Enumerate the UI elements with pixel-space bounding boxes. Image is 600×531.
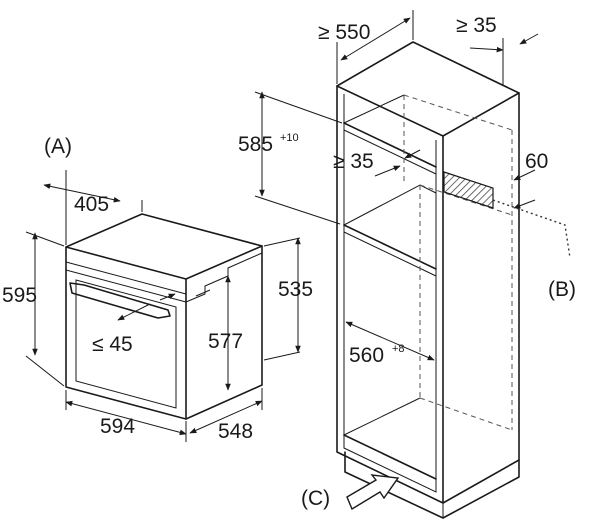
oven-control-strip bbox=[65, 261, 187, 295]
oven-dimensions bbox=[25, 170, 301, 442]
dim-line-handle bbox=[117, 303, 151, 321]
callout-b-leader bbox=[492, 199, 571, 259]
oven-side-ridge bbox=[185, 252, 263, 303]
dim-line-548 bbox=[189, 400, 263, 434]
label-560: 560 bbox=[349, 344, 384, 367]
label-548: 548 bbox=[218, 420, 253, 443]
cabinet-niche-shelf bbox=[343, 224, 437, 270]
airflow-arrow-icon bbox=[346, 474, 400, 511]
vent-slot bbox=[443, 171, 494, 209]
labels: (A) 405 595 ≤ 45 577 535 594 548 585 +10… bbox=[2, 14, 576, 510]
oven-top bbox=[65, 213, 263, 280]
cabinet-top bbox=[336, 41, 520, 137]
dim-line-60 bbox=[513, 169, 536, 181]
label-594: 594 bbox=[100, 415, 135, 438]
label-60: 60 bbox=[525, 150, 548, 173]
dim-line-405 bbox=[43, 183, 121, 203]
dim-line-594 bbox=[65, 400, 187, 436]
oven bbox=[65, 213, 263, 420]
dim-line-35-top bbox=[469, 46, 504, 53]
cabinet bbox=[336, 41, 520, 519]
oven-handle bbox=[69, 282, 171, 319]
callout-c: (C) bbox=[301, 487, 330, 510]
label-535: 535 bbox=[278, 278, 313, 301]
label-585: 585 bbox=[238, 133, 273, 156]
label-550: ≥ 550 bbox=[318, 21, 370, 44]
label-35-rear: ≥ 35 bbox=[333, 150, 374, 173]
label-577: 577 bbox=[208, 330, 243, 353]
callout-b: (B) bbox=[548, 278, 576, 301]
cabinet-bottom bbox=[343, 434, 437, 480]
label-405: 405 bbox=[74, 193, 109, 216]
dim-line-560 bbox=[345, 321, 435, 361]
dim-line-550 bbox=[340, 17, 411, 61]
cabinet-side bbox=[442, 92, 520, 504]
dim-line-35-rear bbox=[374, 165, 401, 177]
callout-a: (A) bbox=[44, 135, 72, 158]
label-585-sup: +10 bbox=[280, 132, 299, 144]
label-handle: ≤ 45 bbox=[92, 333, 133, 356]
label-35-top: ≥ 35 bbox=[456, 14, 497, 37]
label-595: 595 bbox=[2, 284, 37, 307]
cabinet-dimensions bbox=[254, 10, 571, 511]
cabinet-upper-shelf bbox=[343, 122, 437, 168]
cabinet-front bbox=[336, 85, 444, 504]
label-560-sup: +8 bbox=[392, 343, 405, 355]
